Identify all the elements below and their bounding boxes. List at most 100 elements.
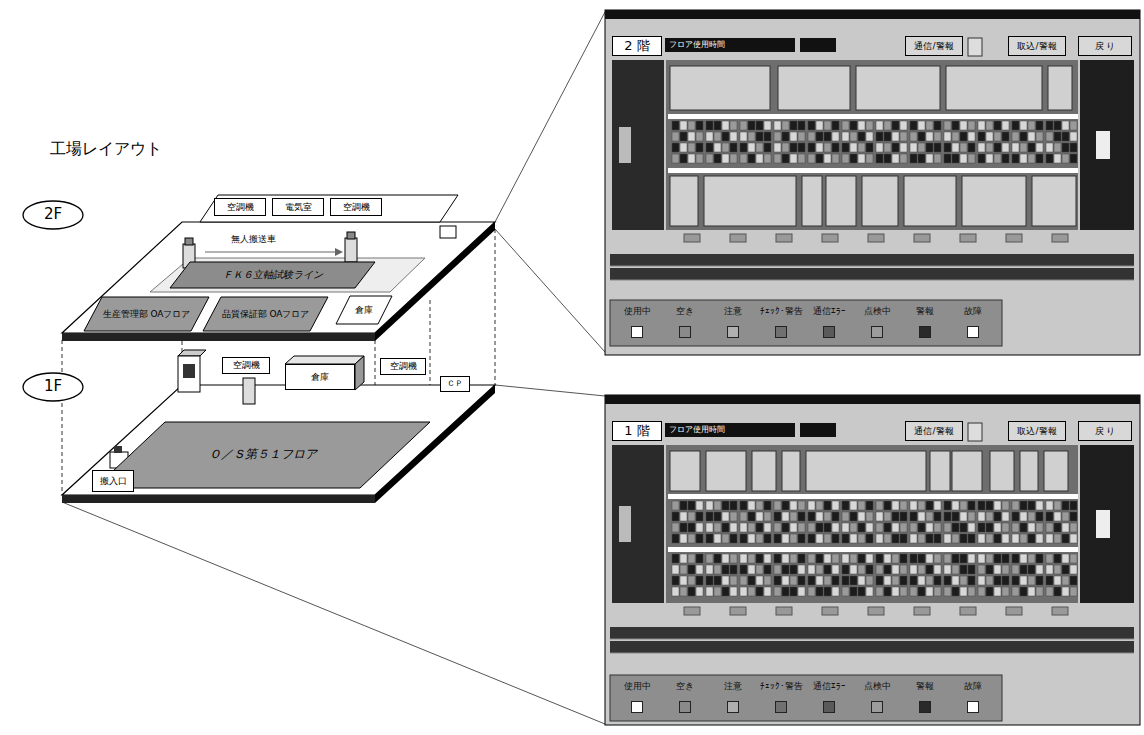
legend-item: 空き [662, 305, 708, 338]
production-floor: Ｏ／Ｓ第５１フロア [95, 422, 430, 488]
legend-item: 使用中 [614, 680, 660, 713]
monitor-window [605, 10, 1140, 355]
room-box: 空調機 [330, 198, 382, 216]
node-text: 生産管理部 OAフロア [103, 309, 191, 319]
legend-swatch [823, 701, 835, 713]
office-area: 品質保証部 OAフロア [203, 297, 328, 331]
test-line-area: ＦＫ６立軸試験ライン [170, 262, 375, 288]
legend-swatch [871, 701, 883, 713]
node-text: 2F [44, 206, 62, 223]
floor-1f [62, 350, 495, 503]
node-text: 戻 り [1095, 41, 1116, 51]
room-box: 空調機 [222, 357, 270, 374]
diagram-title: 工場レイアウト [50, 140, 162, 158]
legend-swatch [967, 701, 979, 713]
legend-item: 注意 [710, 680, 756, 713]
legend-text: 空き [676, 680, 694, 693]
legend-swatch [919, 701, 931, 713]
node-text: Ｏ／Ｓ第５１フロア [209, 448, 317, 462]
node-text: 1F [44, 378, 62, 395]
node-text: 1 階 [624, 424, 649, 439]
entrance-box: 搬入口 [92, 470, 134, 492]
floor-tag: 1F [22, 372, 84, 402]
legend-text: 警報 [916, 680, 934, 693]
node-text: ＦＫ６立軸試験ライン [223, 269, 323, 281]
node-text: 取込/警報 [1017, 41, 1056, 51]
legend-item: 通信ｴﾗｰ [806, 680, 852, 713]
storage-box: 倉庫 [285, 364, 355, 390]
room-box: ＣＰ [440, 376, 470, 392]
screen-button: 戻 り [1078, 421, 1132, 441]
legend-swatch [775, 326, 787, 338]
floor-tag: 2F [22, 200, 84, 230]
legend-text: 故障 [964, 680, 982, 693]
office-area: 生産管理部 OAフロア [84, 297, 209, 331]
legend-text: 使用中 [624, 305, 651, 318]
room-box: 電気室 [272, 198, 324, 216]
legend-swatch [775, 701, 787, 713]
legend-item: 警報 [902, 305, 948, 338]
field-label: フロア使用時間 [668, 40, 726, 49]
legend-item: 故障 [950, 680, 996, 713]
node-text: 戻 り [1095, 426, 1116, 436]
legend-item: 空き [662, 680, 708, 713]
monitor-window [605, 395, 1140, 725]
screen-button: 通信/警報 [905, 36, 963, 56]
legend-text: 点検中 [864, 305, 891, 318]
legend-text: 故障 [964, 305, 982, 318]
legend-swatch [967, 326, 979, 338]
legend-swatch [631, 701, 643, 713]
node-text: 2 階 [624, 39, 649, 54]
node-text: 通信/警報 [914, 41, 953, 51]
legend-text: 警報 [916, 305, 934, 318]
legend-text: 空き [676, 305, 694, 318]
legend-swatch [679, 326, 691, 338]
node-text: 倉庫 [355, 305, 373, 315]
legend-swatch [871, 326, 883, 338]
legend-item: ﾁｪｯｸ･警告 [758, 680, 804, 713]
node-text: 搬入口 [100, 476, 127, 486]
node-text: 空調機 [233, 360, 260, 370]
legend-item: 点検中 [854, 680, 900, 713]
legend-text: 通信ｴﾗｰ [813, 305, 846, 318]
room-box: 空調機 [380, 358, 426, 375]
node-text: 電気室 [285, 202, 312, 212]
node-text: 通信/警報 [914, 426, 953, 436]
screen-button: 取込/警報 [1008, 421, 1066, 441]
legend-swatch [727, 701, 739, 713]
screen-button: 戻 り [1078, 36, 1132, 56]
legend-text: 注意 [724, 305, 742, 318]
screen-button: 取込/警報 [1008, 36, 1066, 56]
legend-swatch [679, 701, 691, 713]
legend-text: 使用中 [624, 680, 651, 693]
legend-swatch [823, 326, 835, 338]
node-text: ＣＰ [447, 379, 463, 388]
vehicle-label: 無人搬送車 [230, 234, 277, 244]
room-box: 空調機 [214, 198, 266, 216]
legend-swatch [727, 326, 739, 338]
node-text: 取込/警報 [1017, 426, 1056, 436]
screen-button: 通信/警報 [905, 421, 963, 441]
leader-line [62, 12, 605, 724]
legend-text: ﾁｪｯｸ･警告 [760, 680, 803, 693]
legend-item: 警報 [902, 680, 948, 713]
legend-item: 点検中 [854, 305, 900, 338]
node-text: 空調機 [227, 202, 254, 212]
legend-item: 注意 [710, 305, 756, 338]
node-text: 空調機 [390, 361, 417, 371]
node-text: 品質保証部 OAフロア [222, 309, 310, 319]
legend-text: 点検中 [864, 680, 891, 693]
floor-label: 2 階 [612, 36, 662, 56]
legend-item: 使用中 [614, 305, 660, 338]
legend-item: 通信ｴﾗｰ [806, 305, 852, 338]
legend-item: ﾁｪｯｸ･警告 [758, 305, 804, 338]
legend-swatch [631, 326, 643, 338]
legend-item: 故障 [950, 305, 996, 338]
node-text: 倉庫 [311, 372, 329, 382]
node-text: 空調機 [343, 202, 370, 212]
legend-text: 注意 [724, 680, 742, 693]
legend-text: 通信ｴﾗｰ [813, 680, 846, 693]
field-label: フロア使用時間 [668, 425, 726, 434]
floor-label: 1 階 [612, 421, 662, 441]
